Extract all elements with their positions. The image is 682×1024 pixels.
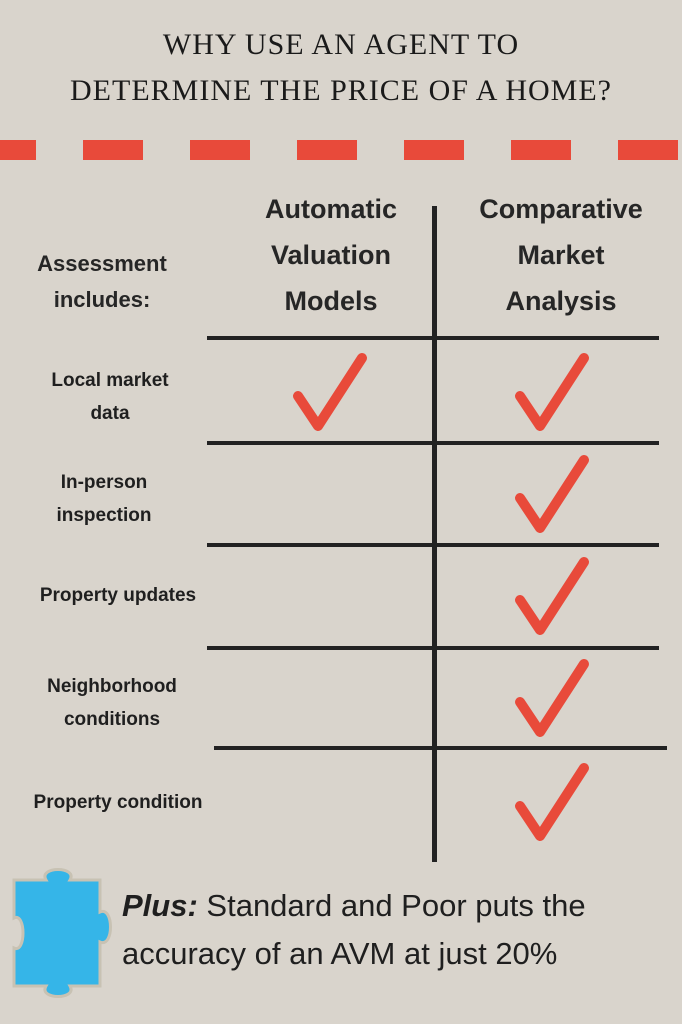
checkmark-icon	[515, 659, 589, 737]
column-header-line: Models	[284, 286, 378, 316]
row-divider	[207, 441, 659, 445]
dash	[618, 140, 678, 160]
column-header-line: Automatic	[264, 194, 397, 224]
checkmark-icon	[515, 763, 589, 841]
row-divider	[207, 543, 659, 547]
dash	[0, 140, 36, 160]
checkmark-icon	[515, 455, 589, 533]
row-label-property-condition: Property condition	[8, 786, 228, 819]
column-divider	[432, 206, 437, 862]
row-header-line-1: Assessment	[37, 251, 167, 276]
row-label-property-updates: Property updates	[8, 579, 228, 612]
row-label-line: In-person	[60, 472, 148, 493]
row-header: Assessment includes:	[12, 246, 192, 318]
row-divider	[207, 646, 659, 650]
dash	[297, 140, 357, 160]
column-header-line: Comparative	[479, 194, 643, 224]
checkmark-icon	[515, 557, 589, 635]
footer-note: Plus: Standard and Poor puts the accurac…	[122, 882, 677, 978]
row-divider	[207, 336, 659, 340]
dash	[511, 140, 571, 160]
row-label-line: data	[90, 403, 130, 424]
column-header-avm: Automatic Valuation Models	[220, 186, 442, 324]
row-label-line: Property updates	[39, 585, 197, 606]
title-line-1: WHY USE AN AGENT TO	[162, 28, 520, 61]
column-header-line: Valuation	[270, 240, 392, 270]
column-header-line: Analysis	[505, 286, 617, 316]
column-header-line: Market	[517, 240, 605, 270]
row-label-neighborhood-conditions: Neighborhood conditions	[2, 670, 222, 736]
checkmark-icon	[515, 353, 589, 431]
footer-note-label: Plus:	[122, 888, 198, 923]
checkmark-icon	[293, 353, 367, 431]
dash	[190, 140, 250, 160]
dash	[404, 140, 464, 160]
row-label-local-market-data: Local market data	[0, 364, 220, 430]
row-label-in-person-inspection: In-person inspection	[0, 466, 214, 532]
title-line-2: DETERMINE THE PRICE OF A HOME?	[70, 74, 612, 107]
row-label-line: inspection	[56, 505, 152, 526]
dash	[83, 140, 143, 160]
row-header-line-2: includes:	[53, 287, 151, 312]
row-label-line: Property condition	[33, 792, 203, 813]
dashed-divider	[0, 140, 682, 160]
infographic-title: WHY USE AN AGENT TO DETERMINE THE PRICE …	[0, 22, 682, 114]
footer-note-text: Standard and Poor puts the accuracy of a…	[122, 888, 586, 971]
row-label-line: conditions	[63, 709, 161, 730]
row-label-line: Local market	[51, 370, 169, 391]
column-header-cma: Comparative Market Analysis	[445, 186, 677, 324]
puzzle-piece-icon	[12, 868, 112, 998]
row-divider	[214, 746, 667, 750]
row-label-line: Neighborhood	[47, 676, 177, 697]
